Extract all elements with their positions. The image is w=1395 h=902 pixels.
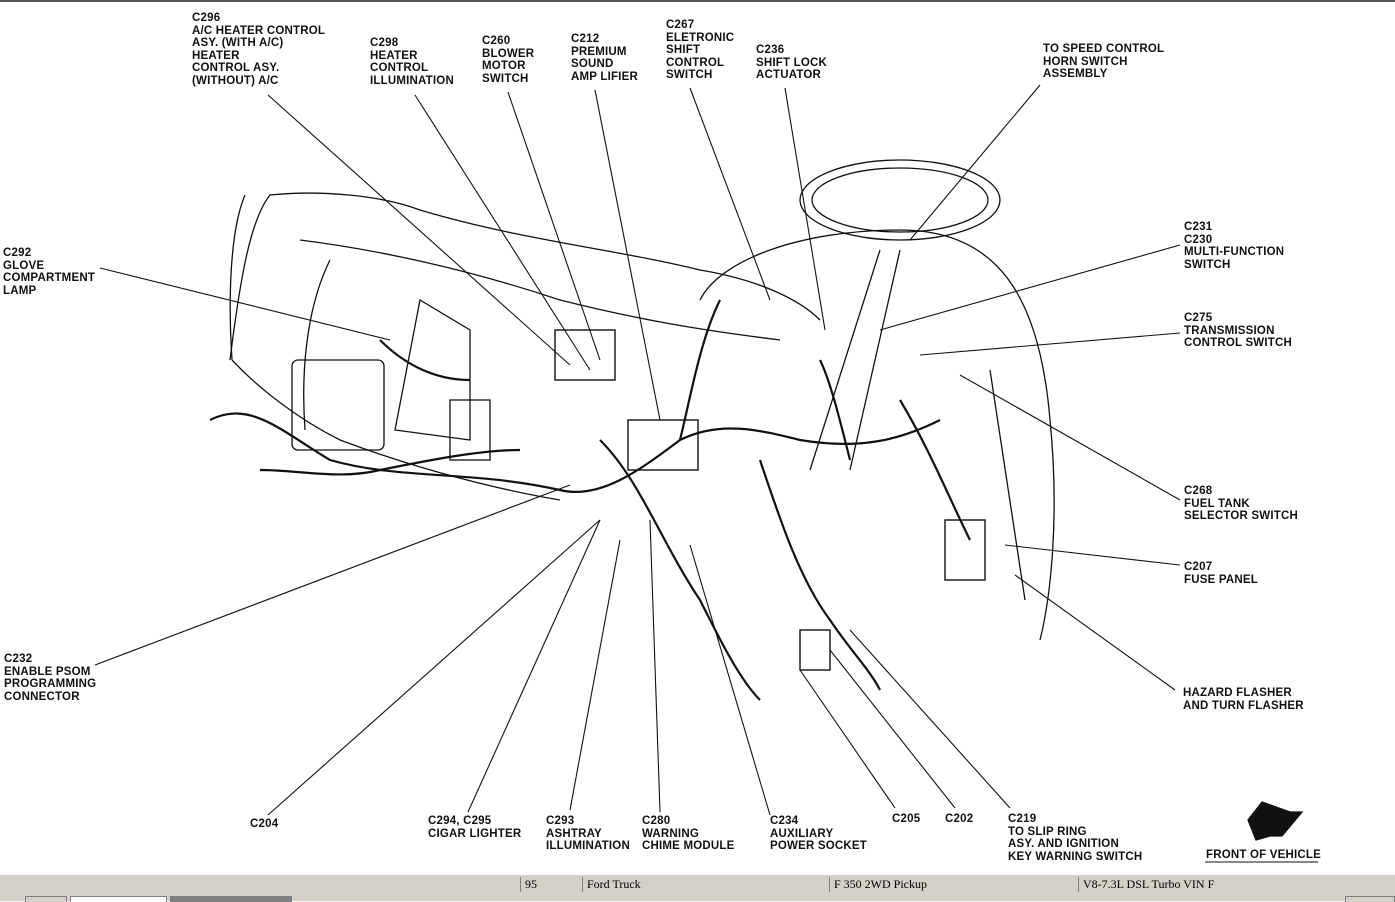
label-c298: C298 HEATER CONTROL ILLUMINATION [370,37,454,87]
label-front-of-vehicle: FRONT OF VEHICLE [1206,849,1322,861]
steering-column-and-wheel-rim [699,229,1055,641]
bottom-tab-3[interactable] [170,896,292,902]
dashboard-outline [229,192,821,501]
label-c268: C268 FUEL TANK SELECTOR SWITCH [1184,485,1298,522]
status-engine: V8-7.3L DSL Turbo VIN F [1078,877,1395,892]
label-speed-control: TO SPEED CONTROL HORN SWITCH ASSEMBLY [1043,43,1165,80]
instrument-panel-wiring-diagram [94,84,1318,863]
label-c267: C267 ELETRONIC SHIFT CONTROL SWITCH [666,19,735,81]
label-c204: C204 [250,818,279,830]
label-c231-c230: C231 C230 MULTI-FUNCTION SWITCH [1184,221,1285,271]
label-c294-c295: C294, C295 CIGAR LIGHTER [428,815,522,840]
status-model: F 350 2WD Pickup [829,877,1078,892]
label-c275: C275 TRANSMISSION CONTROL SWITCH [1184,312,1292,349]
status-make: Ford Truck [582,877,829,892]
top-border [0,0,1395,2]
label-c292: C292 GLOVE COMPARTMENT LAMP [3,247,96,297]
label-c234: C234 AUXILIARY POWER SOCKET [770,815,867,852]
label-c219: C219 TO SLIP RING ASY. AND IGNITION KEY … [1008,813,1143,863]
front-of-vehicle-arrow-icon [1205,801,1318,863]
label-c232: C232 ENABLE PSOM PROGRAMMING CONNECTOR [4,653,97,703]
bottom-tab-row [0,895,1395,902]
status-page: 95 [520,877,582,892]
label-c202: C202 [945,813,974,825]
status-bar: 95 Ford Truck F 350 2WD Pickup V8-7.3L D… [0,874,1395,896]
leader-lines [94,84,1181,816]
steering-wheel [799,159,1001,471]
label-c293: C293 ASHTRAY ILLUMINATION [546,815,630,852]
label-c207: C207 FUSE PANEL [1184,561,1258,586]
label-hazard-flasher: HAZARD FLASHER AND TURN FLASHER [1183,687,1304,712]
label-c260: C260 BLOWER MOTOR SWITCH [482,35,535,85]
bottom-tab-4[interactable] [1345,896,1395,902]
label-c296: C296 A/C HEATER CONTROL ASY. (WITH A/C) … [192,12,326,87]
label-c212: C212 PREMIUM SOUND AMP LIFIER [571,33,638,83]
label-c280: C280 WARNING CHIME MODULE [642,815,735,852]
wiring-harness [209,299,986,701]
label-c205: C205 [892,813,921,825]
bottom-tab-2[interactable] [70,896,167,902]
bottom-tab-1[interactable] [25,896,67,902]
label-c236: C236 SHIFT LOCK ACTUATOR [756,44,827,81]
